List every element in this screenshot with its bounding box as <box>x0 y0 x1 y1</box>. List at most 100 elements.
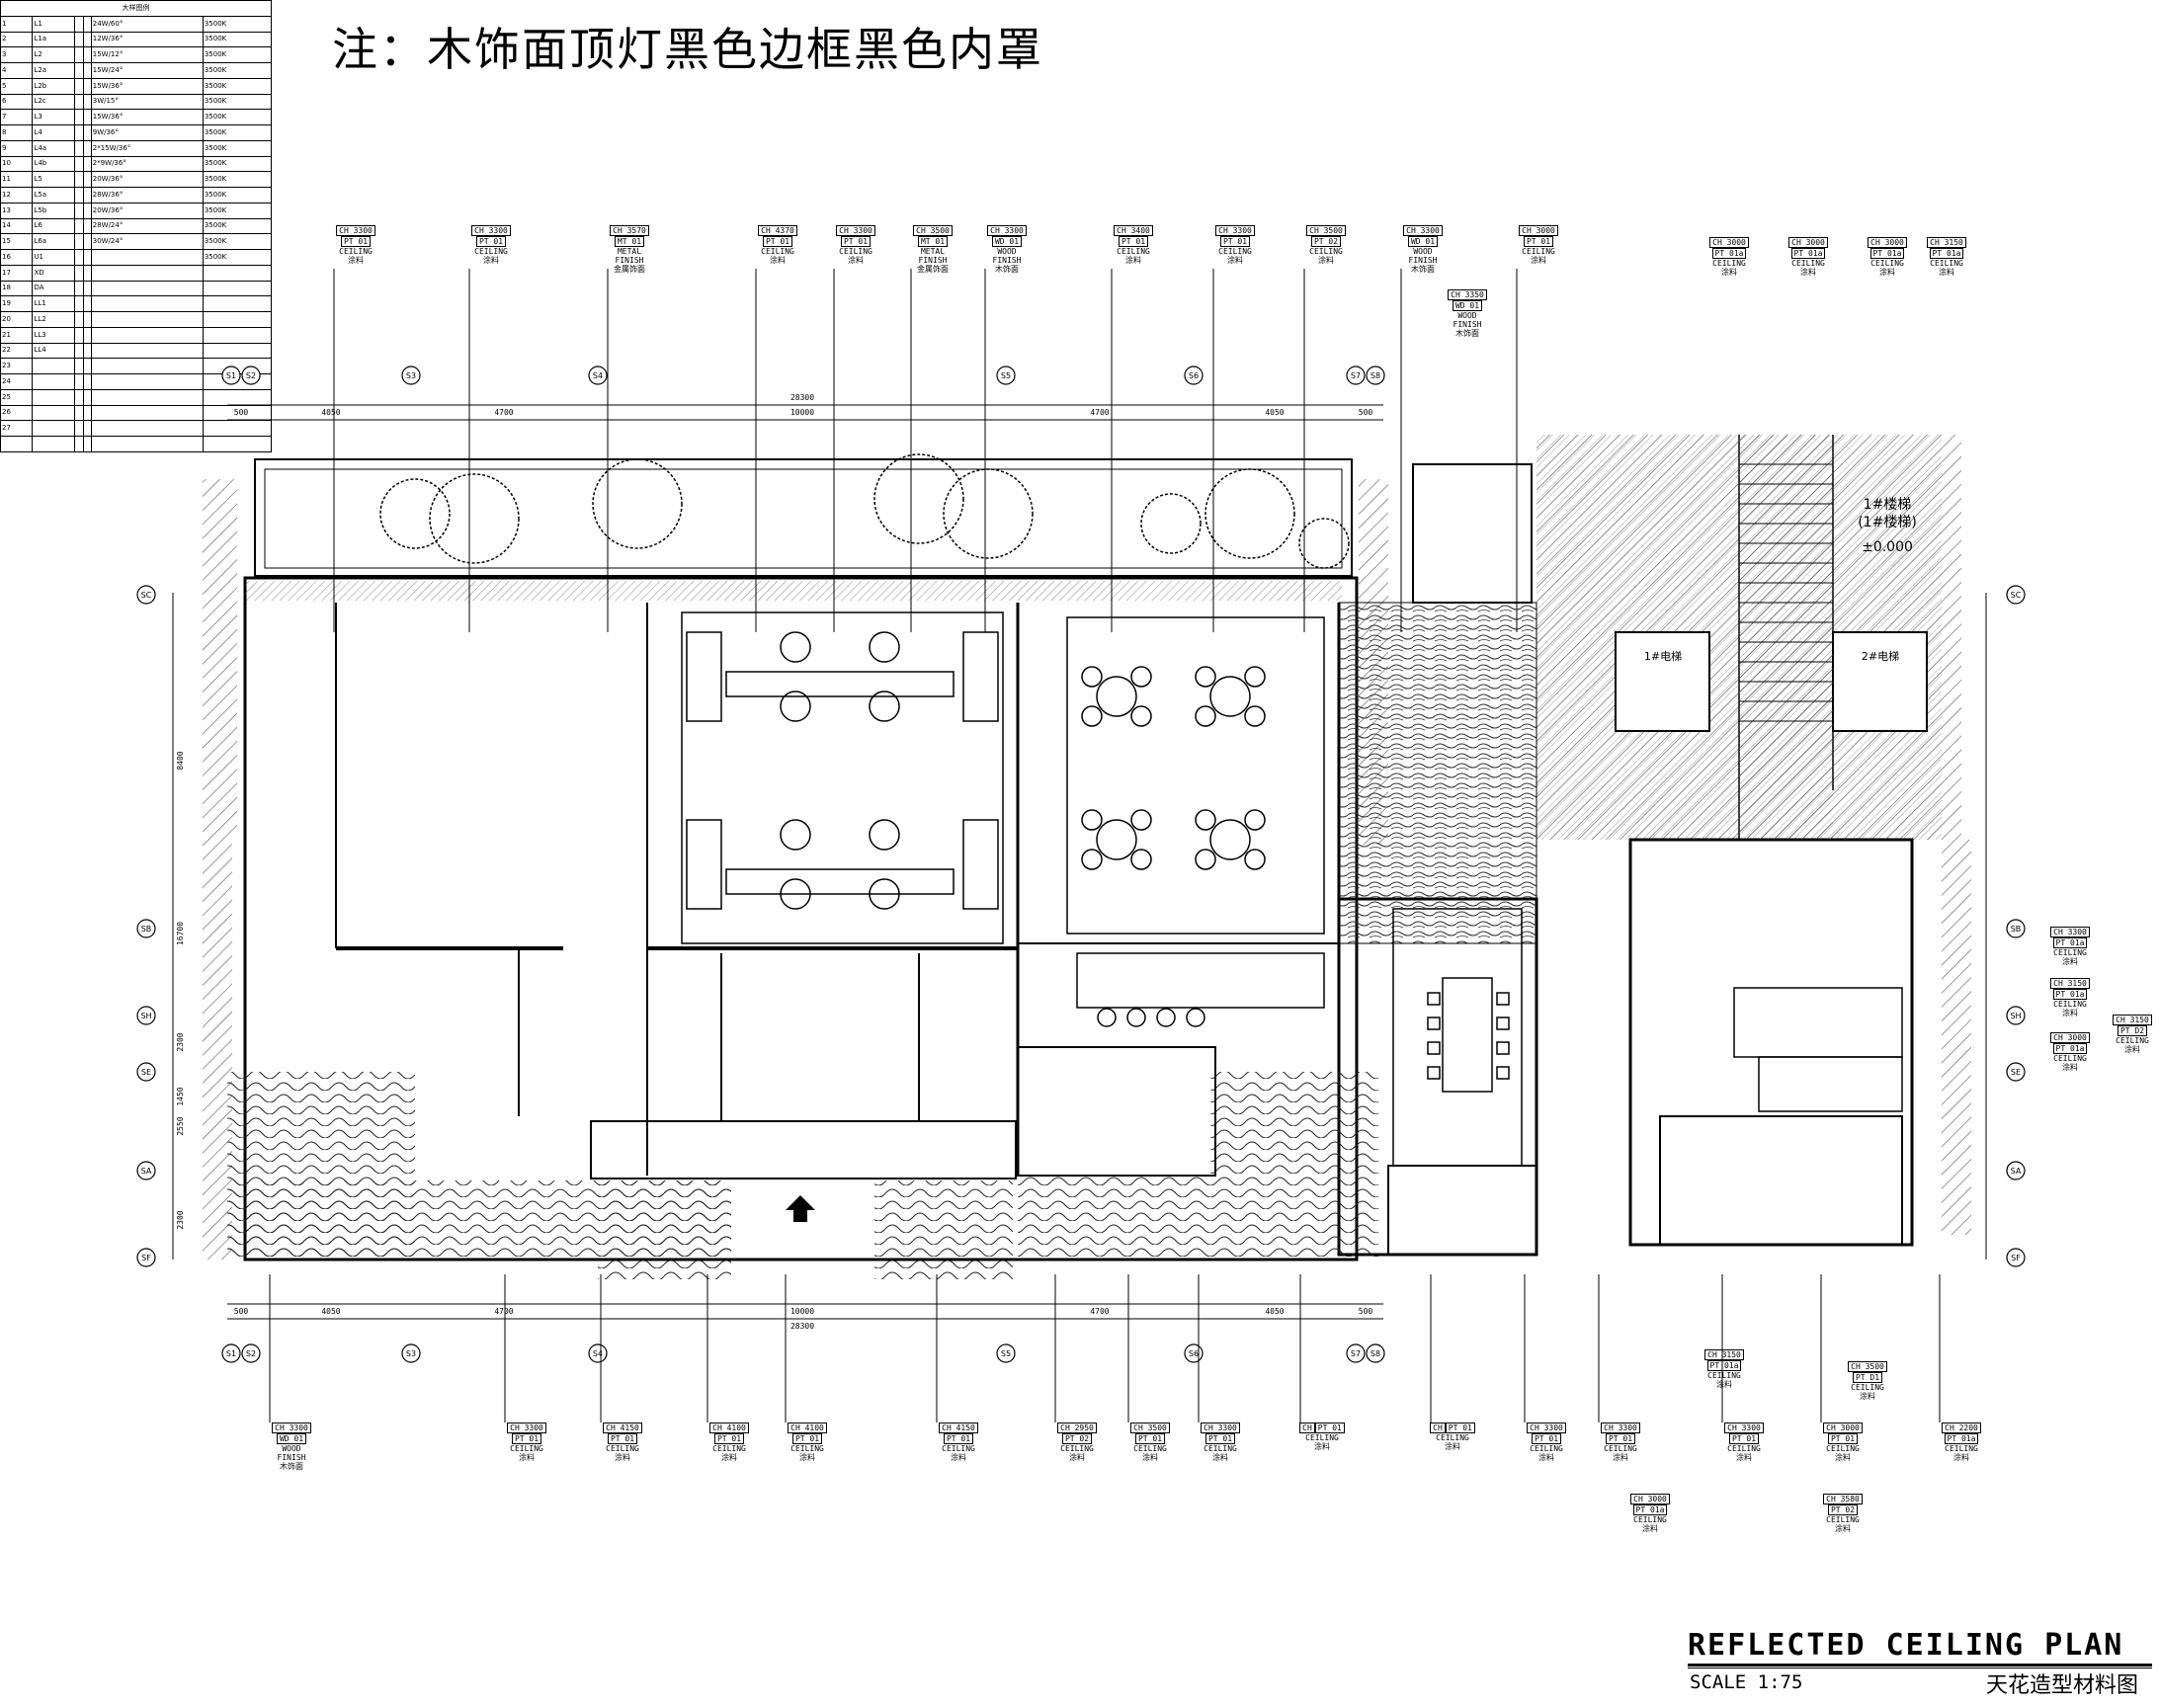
ceiling-tag-ch: CH 3300 <box>987 225 1027 236</box>
dimension-label: 1450 <box>176 1087 185 1105</box>
ceiling-tag-name: CEILING <box>2116 1036 2149 1045</box>
grid-bubble-label: S3 <box>406 1349 416 1358</box>
legend-cell: 25 <box>0 388 34 406</box>
grid-bubble <box>221 366 241 385</box>
ceiling-tag-ch: CH 3350 <box>1448 289 1487 300</box>
ceiling-tag-code: MT 01 <box>614 236 645 247</box>
core-hatched-area <box>1536 435 1942 840</box>
ceiling-tag-code: PT 01a <box>1869 248 1905 259</box>
ceiling-tag-cn: 涂料 <box>1939 268 1954 277</box>
ceiling-tag-ch: CH 3580 <box>1823 1494 1863 1505</box>
ceiling-tag-code: WD 01 <box>276 1433 307 1444</box>
ceiling-tag-name: CEILING <box>712 1444 746 1453</box>
ceiling-tag-code: PT 01 <box>1134 1433 1166 1444</box>
grid-bubble-label: SF <box>141 1254 151 1262</box>
ceiling-tag-cn: 涂料 <box>519 1453 535 1462</box>
ceiling-tag-code: PT 01 <box>340 236 372 247</box>
grid-bubble-label: S6 <box>1189 371 1199 380</box>
ceiling-tag-code: PT 01 <box>1118 236 1149 247</box>
ceiling-tag-ch: CH <box>1430 1423 1446 1433</box>
dimension-label: 16700 <box>176 922 185 945</box>
ceiling-tag-cn: 涂料 <box>1953 1453 1969 1462</box>
ceiling-tag-code: PT 01 <box>1728 1433 1760 1444</box>
ceiling-tag-ch: CH 2200 <box>1942 1423 1981 1433</box>
ceiling-tag-name: CEILING <box>2053 1054 2087 1063</box>
lift-label-1: 1#电梯 <box>1644 650 1682 663</box>
grid-bubble <box>1366 1343 1385 1363</box>
legend-row <box>0 436 273 452</box>
legend-cell <box>82 436 92 452</box>
ceiling-tag-code: PT 02 <box>1827 1505 1859 1515</box>
ceiling-tag-name: CEILING <box>790 1444 824 1453</box>
ceiling-tag-cn: 涂料 <box>1125 256 1141 265</box>
ceiling-tag-cn: 涂料 <box>1212 1453 1228 1462</box>
lift-label-2: 2#电梯 <box>1862 650 1899 663</box>
grid-bubble <box>241 1343 261 1363</box>
ceiling-tag-cn: 涂料 <box>615 1453 630 1462</box>
ceiling-tag-name: CEILING <box>606 1444 639 1453</box>
ceiling-tag-name: CEILING <box>1633 1515 1667 1524</box>
ceiling-tag-code: PT 01 <box>1314 1423 1345 1433</box>
ceiling-tag-ch: CH 3000 <box>1709 237 1749 248</box>
grid-bubble <box>588 366 608 385</box>
ceiling-tag-cn: 涂料 <box>1860 1392 1875 1401</box>
ceiling-tag-cn: 涂料 <box>1800 268 1816 277</box>
grid-bubble-label: S1 <box>226 1349 236 1358</box>
ceiling-tag-cn: 涂料 <box>1716 1380 1732 1389</box>
ceiling-tag-ch: CH 3500 <box>1306 225 1346 236</box>
grid-bubble-label: S5 <box>1001 1349 1011 1358</box>
ceiling-tag-code: PT 01 <box>943 1433 974 1444</box>
ceiling-tag-cn: 涂料 <box>951 1453 966 1462</box>
legend-row: 26 <box>0 404 273 422</box>
ceiling-tag-ch: CH 3000 <box>1823 1423 1863 1433</box>
ceiling-tag-name: CEILING <box>1945 1444 1978 1453</box>
ceiling-tag-code: PT 01 <box>511 1433 542 1444</box>
grid-bubble <box>136 1161 156 1180</box>
dimension-label: 2550 <box>176 1116 185 1135</box>
dimension-label: 4700 <box>494 1307 513 1316</box>
ceiling-tag-name: CEILING <box>1604 1444 1637 1453</box>
ceiling-tag-cn: 金属饰面 <box>614 265 645 274</box>
ceiling-tag-cn: 涂料 <box>721 1453 737 1462</box>
ceiling-tag-ch: CH 4100 <box>709 1423 749 1433</box>
grid-bubble <box>221 1343 241 1363</box>
ceiling-tag-cn: 涂料 <box>1613 1453 1628 1462</box>
grid-bubble-label: SB <box>141 925 152 934</box>
grid-bubble-label: SC <box>141 591 152 600</box>
ceiling-tag-cn: 涂料 <box>1227 256 1243 265</box>
dimension-label: 4050 <box>1265 408 1284 417</box>
legend-row: 25 <box>0 388 273 406</box>
ceiling-tag-code: PT 01a <box>1706 1360 1742 1371</box>
grid-bubble-label: S2 <box>246 1349 256 1358</box>
ceiling-tag-name: CEILING <box>2053 948 2087 957</box>
ceiling-tag-cn: 涂料 <box>2062 1063 2078 1072</box>
legend-cell: 10 <box>0 155 34 173</box>
grid-bubble-label: SA <box>2011 1167 2022 1176</box>
